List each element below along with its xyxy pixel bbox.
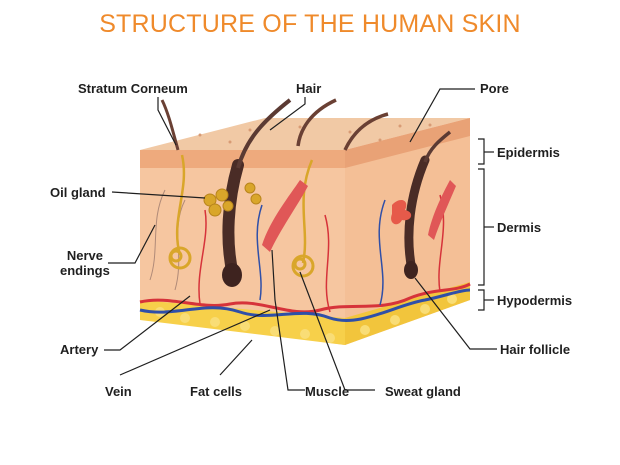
sweat-duct-left (175, 154, 186, 256)
sweat-duct-center (301, 159, 314, 264)
label-oil-gland: Oil gland (50, 185, 106, 200)
label-nerve-endings: Nerve endings (60, 248, 110, 278)
label-hair: Hair (296, 81, 322, 96)
label-vein: Vein (105, 384, 132, 399)
label-artery: Artery (60, 342, 99, 357)
arrector-muscle-center (262, 180, 308, 252)
hair-bulb (222, 263, 242, 287)
sweat-gland-left (168, 246, 192, 270)
skin-surface (140, 118, 470, 150)
label-dermis: Dermis (497, 220, 542, 235)
nerve-fiber (149, 189, 166, 281)
fat-cells (155, 294, 457, 343)
hair-center-shaft (236, 98, 292, 169)
label-pore: Pore (480, 81, 509, 96)
label-stratum-corneum: Stratum Corneum (78, 81, 188, 96)
surface-dots (198, 123, 432, 144)
arrector-muscle-right (428, 180, 456, 240)
oil-gland (203, 182, 262, 217)
label-epidermis: Epidermis (497, 145, 560, 160)
diagram-title: STRUCTURE OF THE HUMAN SKIN (99, 10, 521, 38)
label-muscle: Muscle (305, 384, 350, 399)
hair-right-shaft (423, 130, 452, 163)
vein-vessel (139, 288, 471, 322)
sweat-gland-center (291, 254, 315, 278)
label-hair-follicle: Hair follicle (500, 342, 571, 357)
label-hypodermis: Hypodermis (497, 293, 573, 308)
label-fat-cells: Fat cells (190, 384, 243, 399)
hair-left-shaft (160, 99, 180, 151)
epidermis-side (345, 118, 470, 168)
label-sweat-gland: Sweat gland (385, 384, 461, 399)
oil-gland-side (391, 199, 412, 225)
